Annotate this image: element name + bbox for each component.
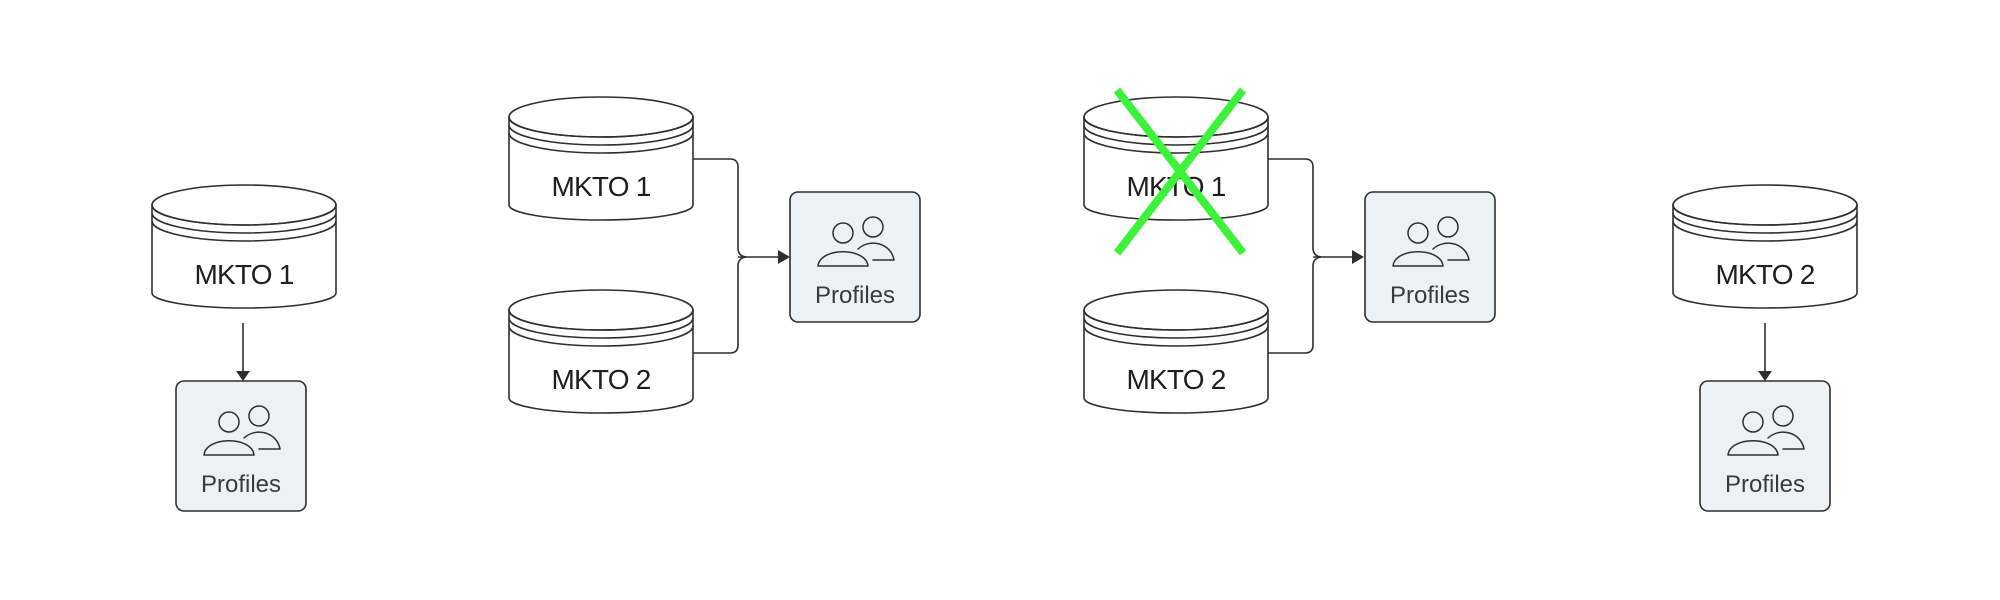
database-mkto-2: MKTO 2	[508, 289, 694, 414]
profiles-label: Profiles	[1725, 471, 1805, 498]
database-mkto-1: MKTO 1	[151, 184, 337, 309]
profiles-node: Profiles	[175, 380, 307, 512]
database-mkto-2: MKTO 2	[1672, 184, 1858, 309]
scenario-3: MKTO 1 MKTO 2 Profiles	[1083, 87, 1496, 414]
profiles-node: Profiles	[789, 191, 921, 323]
profiles-label: Profiles	[201, 471, 281, 498]
database-label: MKTO 2	[1127, 364, 1226, 395]
scenario-4: MKTO 2 Profiles	[1672, 184, 1858, 512]
merge-connector	[1268, 158, 1364, 354]
arrow-db-to-profiles	[1758, 323, 1772, 381]
merge-connector	[693, 158, 790, 354]
profiles-label: Profiles	[815, 282, 895, 309]
database-mkto-1: MKTO 1	[1083, 96, 1269, 221]
profiles-node: Profiles	[1364, 191, 1496, 323]
scenario-2: MKTO 1 MKTO 2 Profiles	[508, 96, 921, 414]
database-label: MKTO 2	[1716, 259, 1815, 290]
profiles-label: Profiles	[1390, 282, 1470, 309]
database-mkto-1: MKTO 1	[508, 96, 694, 221]
scenario-1: MKTO 1 Profiles	[151, 184, 337, 512]
cross-out-mark	[1113, 87, 1247, 256]
database-label: MKTO 1	[552, 171, 651, 202]
database-label: MKTO 2	[552, 364, 651, 395]
database-label: MKTO 1	[195, 259, 294, 290]
arrow-db-to-profiles	[236, 323, 250, 381]
profiles-node: Profiles	[1699, 380, 1831, 512]
cross-stroke-2	[1113, 87, 1247, 256]
database-mkto-2: MKTO 2	[1083, 289, 1269, 414]
